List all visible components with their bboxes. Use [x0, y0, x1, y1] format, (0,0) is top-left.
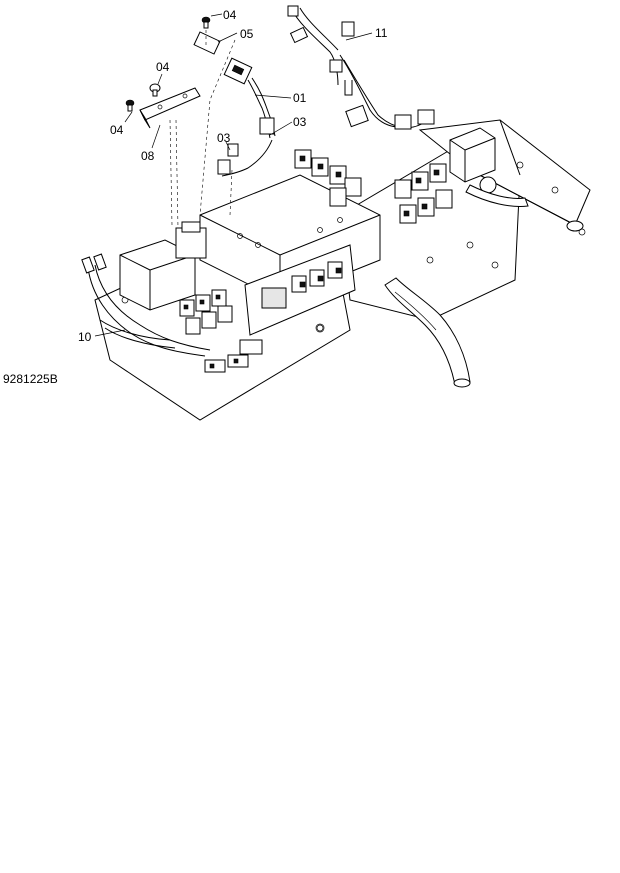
relay-module-front	[244, 244, 356, 336]
callout-03-right: 03	[293, 115, 307, 129]
callout-10: 10	[78, 330, 92, 344]
callout-03-left: 03	[217, 131, 231, 145]
upper-hose	[465, 184, 529, 207]
relay-cluster-left	[179, 289, 233, 335]
screw-04-c	[125, 99, 135, 112]
callout-04-left: 04	[110, 123, 124, 137]
callout-04-top: 04	[223, 8, 237, 22]
leader-lines	[94, 13, 373, 337]
callout-08: 08	[141, 149, 155, 163]
callout-11: 11	[375, 26, 388, 40]
screw-04-a	[201, 16, 211, 29]
callout-labels: 04 05 04 01 04 03 03 08 11 10	[78, 8, 388, 344]
left-component-box	[119, 221, 207, 311]
right-component-box	[449, 127, 586, 236]
harness-upper	[287, 5, 435, 130]
callout-01: 01	[293, 91, 307, 105]
callout-04-bracket: 04	[156, 60, 170, 74]
figure-code: 9281225B	[3, 372, 58, 386]
harness-left	[81, 253, 263, 373]
screw-04-b	[149, 83, 161, 97]
large-hose	[384, 277, 471, 388]
relay-cluster-upper	[294, 149, 453, 224]
assembly-lines	[169, 30, 236, 229]
bracket-08	[139, 87, 201, 129]
callout-05: 05	[240, 27, 254, 41]
harness-01	[193, 31, 276, 177]
